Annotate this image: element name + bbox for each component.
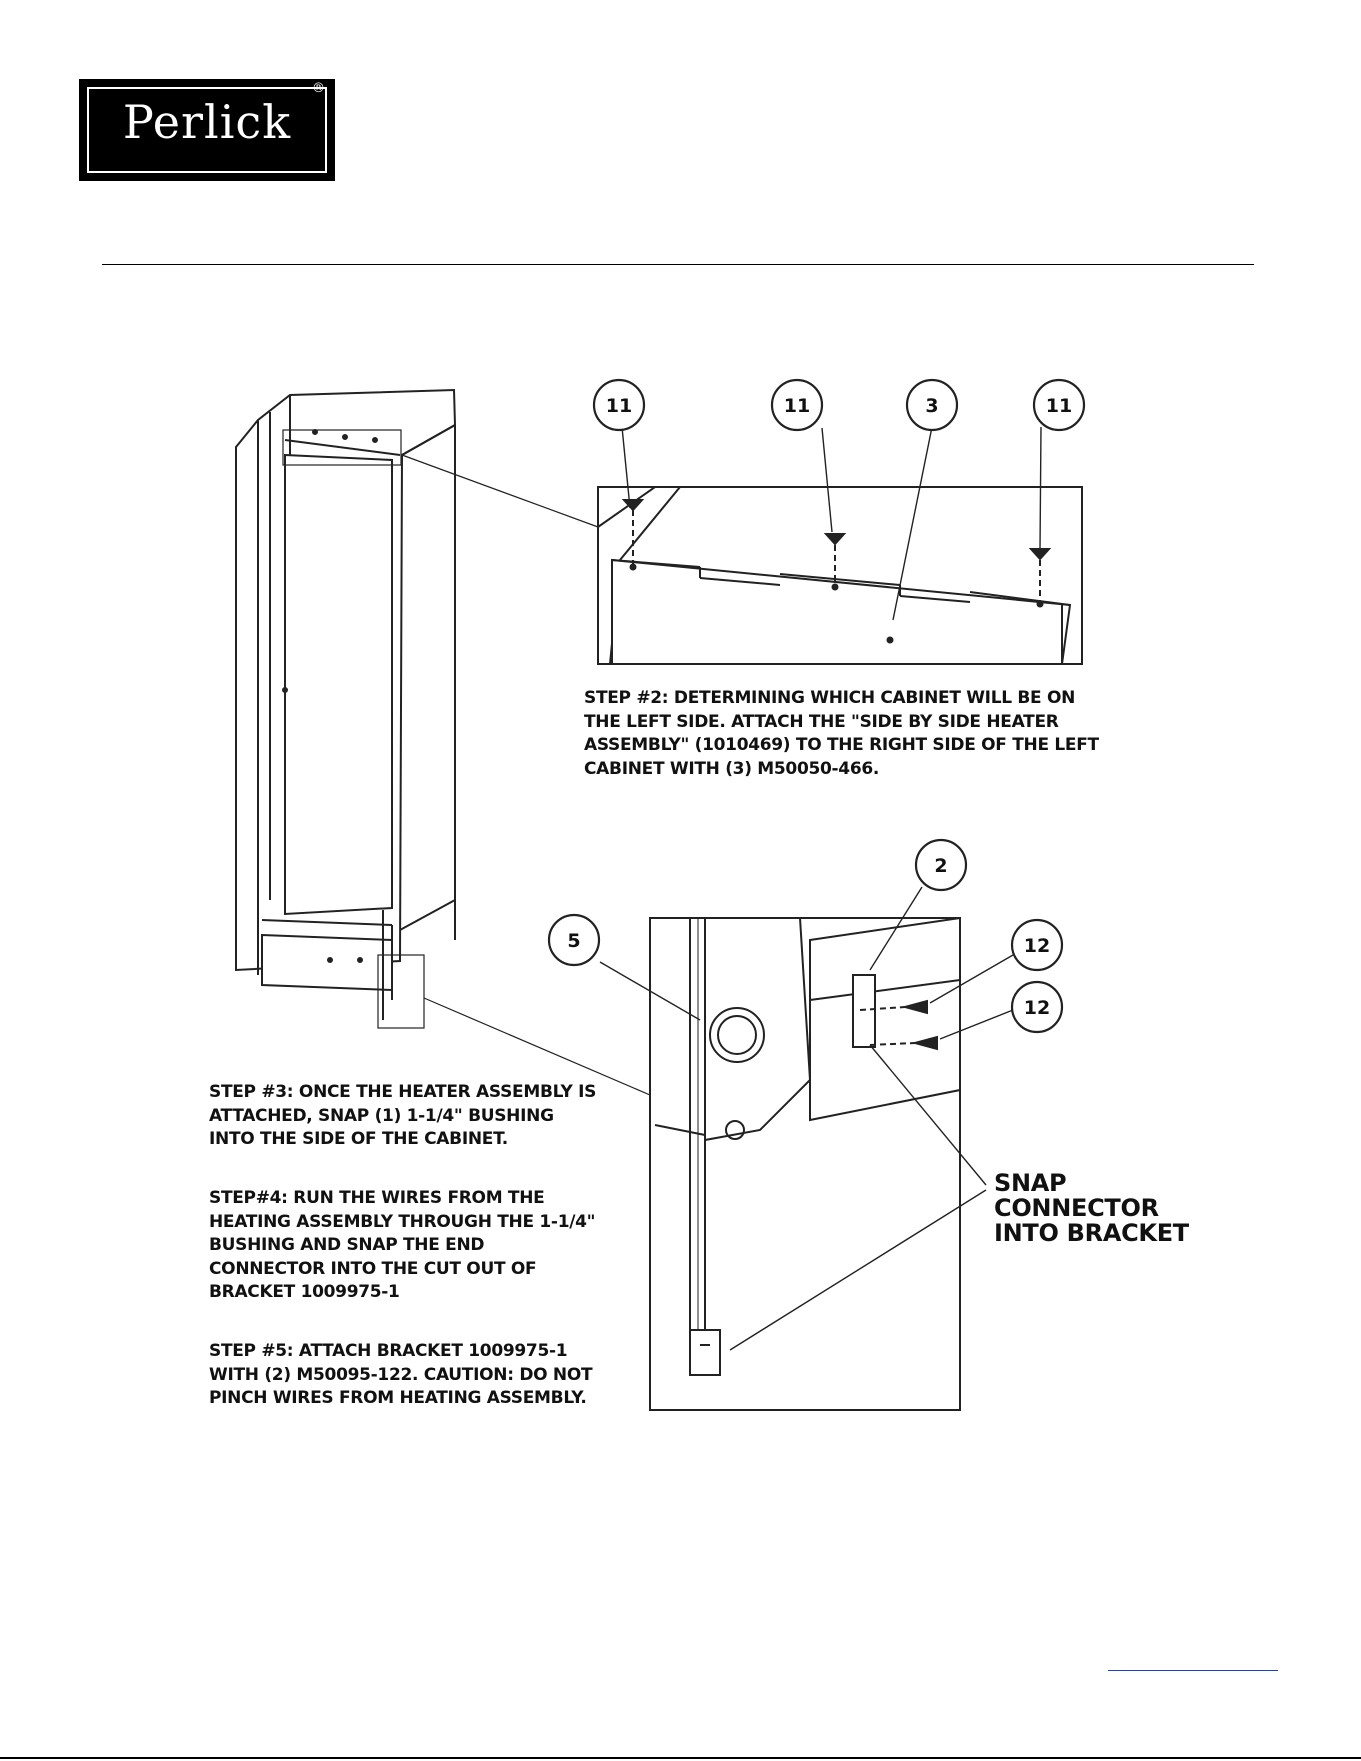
callout-11a: 11 [606,395,632,417]
step-4-text: STEP#4: RUN THE WIRES FROM THE HEATING A… [209,1188,596,1302]
callout-3: 3 [925,395,938,417]
cabinet-illustration [235,388,651,1096]
callout-11b: 11 [784,395,810,417]
callout-11c: 11 [1046,395,1072,417]
callout-12b: 12 [1024,997,1050,1019]
snap-label-line-3: INTO BRACKET [994,1219,1189,1247]
callout-2: 2 [934,855,947,877]
logo-border [87,87,327,173]
logo-wordmark: Perlick [122,95,292,149]
callout-12a: 12 [1024,935,1050,957]
header-rule [102,264,1254,265]
snap-label-line-2: CONNECTOR [994,1194,1159,1222]
registered-mark: ® [312,81,325,96]
bottom-detail-view [649,916,961,1411]
step-5-text: STEP #5: ATTACH BRACKET 1009975-1 WITH (… [209,1341,593,1408]
snap-connector-label: SNAP CONNECTOR INTO BRACKET [994,1171,1194,1246]
footer-link[interactable] [1108,1670,1278,1671]
step-3-text: STEP #3: ONCE THE HEATER ASSEMBLY IS ATT… [209,1082,597,1149]
bottom-rule [0,1757,1361,1759]
snap-label-line-1: SNAP [994,1169,1067,1197]
step-2-text: STEP #2: DETERMINING WHICH CABINET WILL … [584,688,1099,779]
top-detail-view [597,486,1083,665]
perlick-logo: Perlick ® [79,79,335,181]
callout-5: 5 [567,930,580,952]
